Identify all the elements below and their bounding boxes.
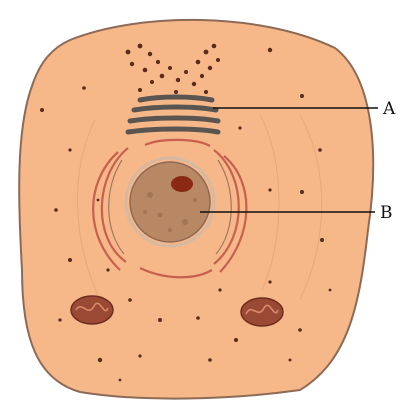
- label-a: A: [382, 99, 396, 119]
- mitochondrion: [241, 298, 283, 326]
- mitochondrion: [71, 296, 113, 324]
- nucleolus: [171, 176, 193, 192]
- label-b: B: [380, 203, 393, 223]
